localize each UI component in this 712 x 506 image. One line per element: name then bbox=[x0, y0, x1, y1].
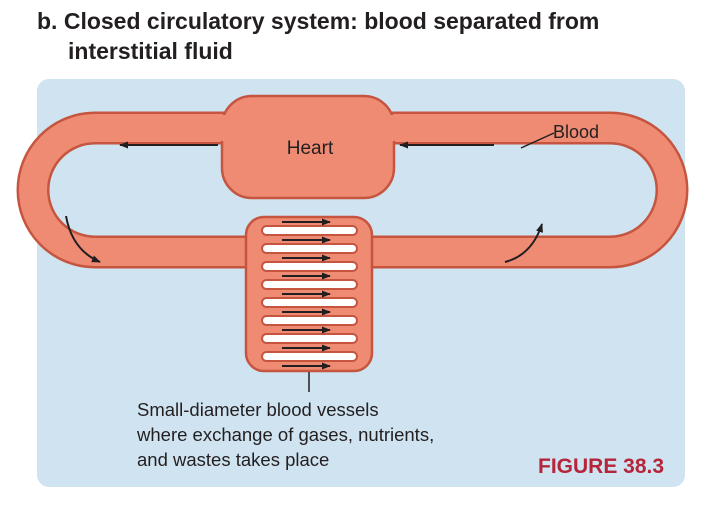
figure-title-line-1: b. Closed circulatory system: blood sepa… bbox=[37, 8, 600, 34]
figure-title-line-2: interstitial fluid bbox=[68, 38, 233, 64]
capillary-slot bbox=[261, 261, 358, 272]
capillary-slot bbox=[261, 243, 358, 254]
flow-arrow-left-curve bbox=[65, 215, 101, 263]
capillary-slot bbox=[261, 351, 358, 362]
capillary-slot bbox=[261, 315, 358, 326]
heart-label: Heart bbox=[287, 138, 334, 159]
capillary-slot bbox=[261, 333, 358, 344]
capillary-slot bbox=[261, 297, 358, 308]
caption-line-1: Small-diameter blood vessels bbox=[137, 399, 379, 420]
caption-line-3: and wastes takes place bbox=[137, 449, 330, 470]
capillary-slot bbox=[261, 279, 358, 290]
caption-line-2: where exchange of gases, nutrients, bbox=[137, 424, 435, 445]
blood-label: Blood bbox=[553, 122, 599, 142]
flow-arrow-right-curve bbox=[504, 223, 543, 263]
capillary-slot bbox=[261, 225, 358, 236]
capillary-caption: Small-diameter blood vessels where excha… bbox=[137, 397, 517, 472]
blood-leader-line bbox=[520, 132, 555, 149]
heart bbox=[220, 94, 396, 200]
capillary-slots bbox=[261, 225, 358, 362]
figure-title: b. Closed circulatory system: blood sepa… bbox=[37, 6, 697, 66]
figure-number: FIGURE 38.3 bbox=[538, 455, 665, 478]
